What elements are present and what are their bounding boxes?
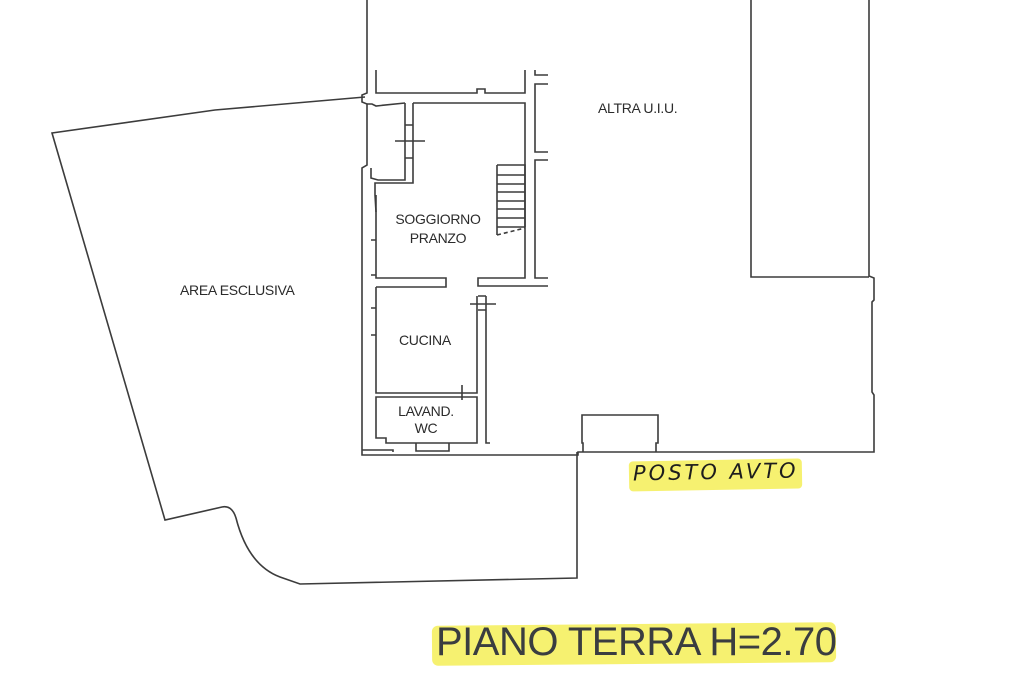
posto-auto-niche bbox=[581, 414, 659, 452]
room-label-lavand-line1: LAVAND. bbox=[398, 403, 454, 419]
room-label-soggiorno: SOGGIORNO PRANZO bbox=[386, 211, 490, 247]
room-label-lavand-line2: WC bbox=[414, 419, 438, 436]
cucina-walls bbox=[375, 287, 478, 394]
room-label-lavand-wc: LAVAND. WC bbox=[386, 403, 466, 437]
handwritten-annotation-posto-auto: POSTO AVTO bbox=[632, 458, 799, 486]
room-label-altra-uiu: ALTRA U.I.U. bbox=[598, 100, 678, 116]
floor-title: PIANO TERRA H=2.70 bbox=[436, 620, 837, 664]
building-outer-wall bbox=[361, 0, 875, 456]
room-label-soggiorno-line1: SOGGIORNO bbox=[395, 211, 481, 227]
room-label-area-esclusiva: AREA ESCLUSIVA bbox=[180, 282, 295, 298]
soggiorno-walls bbox=[413, 102, 548, 287]
room-label-soggiorno-line2: PRANZO bbox=[409, 229, 467, 246]
area-esclusiva-boundary bbox=[50, 96, 578, 585]
stairs bbox=[496, 164, 526, 235]
room-label-cucina: CUCINA bbox=[399, 332, 451, 348]
altra-uiu-block bbox=[750, 0, 869, 278]
lavand-wc-walls bbox=[375, 396, 478, 444]
